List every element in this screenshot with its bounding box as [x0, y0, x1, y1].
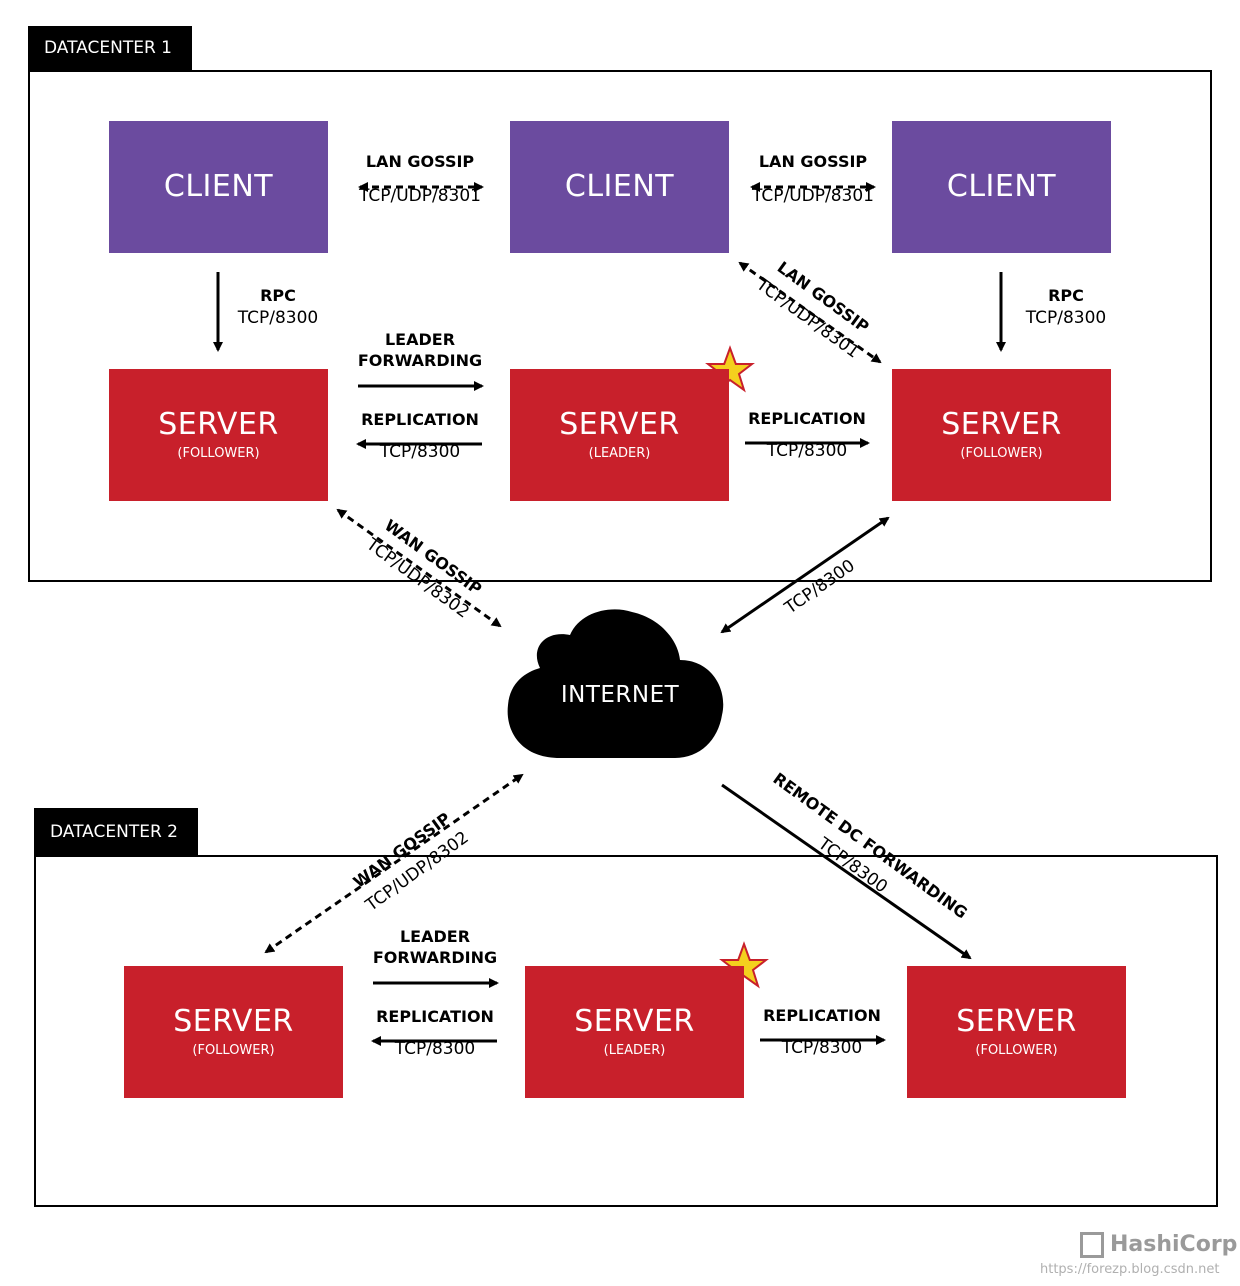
internet-label: INTERNET	[560, 682, 680, 708]
rpc-1-name: RPC	[260, 286, 296, 305]
rpc-2-name: RPC	[1048, 286, 1084, 305]
remote-dc-forwarding-arrow	[721, 783, 972, 960]
dc2-leader-forwarding-line1: LEADER	[399, 927, 471, 946]
lan-gossip-2-name: LAN GOSSIP	[758, 152, 868, 171]
dc1-server-follower-b[interactable]: SERVER (FOLLOWER)	[892, 369, 1111, 501]
dc1-leader-forwarding-line1: LEADER	[384, 330, 456, 349]
dc2-replication-right-name: REPLICATION	[763, 1006, 881, 1025]
lan-gossip-1-port: TCP/UDP/8301	[358, 185, 481, 206]
dc2-replication-right-port: TCP/8300	[781, 1037, 863, 1058]
dc1-replication-right-port: TCP/8300	[766, 440, 848, 461]
dc1-leader-forwarding-line2: FORWARDING	[357, 350, 483, 370]
dc1-server-follower-a-title: SERVER	[158, 406, 279, 442]
lan-gossip-1-name: LAN GOSSIP	[365, 152, 475, 171]
lan-gossip-2-port: TCP/UDP/8301	[751, 185, 874, 206]
dc1-replication-left-port: TCP/8300	[379, 441, 461, 462]
client-node-2-title: CLIENT	[564, 169, 675, 204]
brand-name: HashiCorp	[1110, 1232, 1238, 1257]
dc1-server-leader-role: (LEADER)	[588, 445, 651, 461]
rpc-1-label: RPC TCP/8300	[228, 286, 328, 329]
dc2-replication-left-label: REPLICATION TCP/8300	[360, 1007, 510, 1060]
rpc-2-label: RPC TCP/8300	[1016, 286, 1116, 329]
dc1-server-leader[interactable]: SERVER (LEADER)	[510, 369, 729, 501]
client-node-3[interactable]: CLIENT	[892, 121, 1111, 253]
dc2-server-follower-b[interactable]: SERVER (FOLLOWER)	[907, 966, 1126, 1098]
dc2-server-follower-a[interactable]: SERVER (FOLLOWER)	[124, 966, 343, 1098]
dc1-leader-forwarding-label: LEADER FORWARDING	[345, 330, 495, 372]
dc1-server-follower-b-role: (FOLLOWER)	[960, 445, 1043, 461]
client-node-3-title: CLIENT	[946, 169, 1057, 204]
wan-gossip-dc1-arrow	[336, 508, 502, 628]
dc1-server-follower-a[interactable]: SERVER (FOLLOWER)	[109, 369, 328, 501]
dc2-replication-right-label: REPLICATION TCP/8300	[747, 1006, 897, 1059]
dc1-replication-right-label: REPLICATION TCP/8300	[732, 409, 882, 462]
dc1-replication-left-label: REPLICATION TCP/8300	[345, 410, 495, 463]
dc2-server-follower-b-role: (FOLLOWER)	[975, 1042, 1058, 1058]
dc2-leader-forwarding-line2: FORWARDING	[372, 947, 498, 967]
leader-star-icon-dc2	[719, 941, 769, 989]
datacenter-2-label: DATACENTER 2	[34, 808, 198, 855]
dc2-server-leader-role: (LEADER)	[603, 1042, 666, 1058]
dc1-server-leader-title: SERVER	[559, 406, 680, 442]
dc2-server-leader[interactable]: SERVER (LEADER)	[525, 966, 744, 1098]
dc1-server-follower-a-role: (FOLLOWER)	[177, 445, 260, 461]
dc1-server-follower-b-title: SERVER	[941, 406, 1062, 442]
dc2-server-follower-a-title: SERVER	[173, 1003, 294, 1039]
rpc-2-port: TCP/8300	[1025, 307, 1107, 328]
client-node-1-title: CLIENT	[163, 169, 274, 204]
hashicorp-logo-icon	[1080, 1232, 1104, 1258]
dc2-replication-left-name: REPLICATION	[376, 1007, 494, 1026]
dc2-server-follower-a-role: (FOLLOWER)	[192, 1042, 275, 1058]
dc1-replication-right-name: REPLICATION	[748, 409, 866, 428]
watermark-text: https://forezp.blog.csdn.net	[1040, 1262, 1220, 1277]
lan-gossip-2-label: LAN GOSSIP TCP/UDP/8301	[738, 152, 888, 207]
client-node-1[interactable]: CLIENT	[109, 121, 328, 253]
internet-to-follower-arrow	[720, 516, 890, 634]
dc2-server-follower-b-title: SERVER	[956, 1003, 1077, 1039]
rpc-1-port: TCP/8300	[237, 307, 319, 328]
wan-gossip-dc2-arrow	[264, 773, 524, 954]
dc2-server-leader-title: SERVER	[574, 1003, 695, 1039]
internet-cloud-icon	[507, 609, 724, 758]
lan-gossip-1-label: LAN GOSSIP TCP/UDP/8301	[345, 152, 495, 207]
datacenter-1-frame	[28, 70, 1212, 582]
dc2-leader-forwarding-label: LEADER FORWARDING	[360, 927, 510, 969]
client-node-2[interactable]: CLIENT	[510, 121, 729, 253]
datacenter-1-label: DATACENTER 1	[28, 26, 192, 70]
lan-gossip-diagonal-arrow	[738, 261, 882, 364]
leader-star-icon-dc1	[705, 345, 755, 393]
dc1-replication-left-name: REPLICATION	[361, 410, 479, 429]
datacenter-2-frame	[34, 855, 1218, 1207]
dc2-replication-left-port: TCP/8300	[394, 1038, 476, 1059]
